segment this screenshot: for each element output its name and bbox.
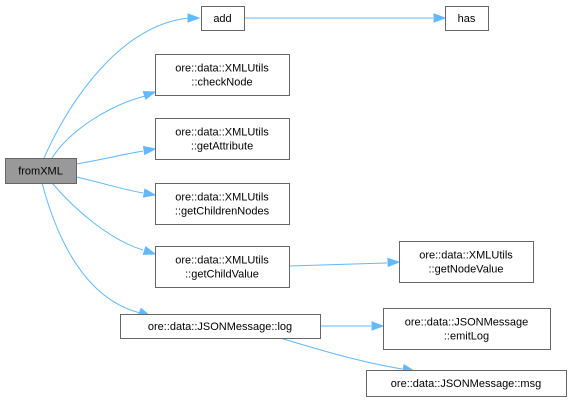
node-label: ::emitLog — [444, 331, 489, 343]
node-getAttribute[interactable]: ore::data::XMLUtils::getAttribute — [155, 118, 290, 160]
node-label: ore::data::JSONMessage — [405, 317, 529, 329]
node-label: ore::data::XMLUtils — [175, 63, 269, 75]
node-getChildrenNodes[interactable]: ore::data::XMLUtils::getChildrenNodes — [155, 183, 290, 225]
node-label: has — [458, 13, 476, 25]
arrowhead-icon — [142, 91, 157, 101]
node-label: ::checkNode — [191, 77, 252, 89]
node-label: ore::data::XMLUtils — [175, 192, 269, 204]
arrowhead-icon — [371, 321, 385, 331]
graph-nodes: fromXML add hasore::data::XMLUtils::checkN… — [5, 6, 567, 397]
edge-fromXML-to-log — [41, 182, 152, 317]
edge-getChildValue-to-getNodeValue — [288, 257, 401, 268]
node-label: ore::data::JSONMessage::log — [148, 321, 292, 333]
node-label: add — [213, 13, 231, 25]
node-label: ::getChildValue — [185, 269, 259, 281]
node-fromXML: fromXML — [5, 158, 77, 184]
graph-edges — [41, 13, 447, 374]
edge-fromXML-to-add — [43, 13, 201, 159]
node-msg[interactable]: ore::data::JSONMessage::msg — [366, 370, 567, 397]
node-label: ore::data::XMLUtils — [175, 255, 269, 267]
node-label: ::getChildrenNodes — [175, 206, 270, 218]
edge-fromXML-to-getChildrenNodes — [75, 176, 157, 198]
node-log[interactable]: ore::data::JSONMessage::log — [120, 314, 321, 339]
arrowhead-icon — [142, 145, 157, 156]
node-label: ore::data::XMLUtils — [175, 127, 269, 139]
node-label: ore::data::XMLUtils — [419, 250, 513, 262]
arrowhead-icon — [142, 188, 157, 198]
node-getNodeValue[interactable]: ore::data::XMLUtils::getNodeValue — [399, 241, 534, 283]
edge-add-to-has — [244, 13, 447, 23]
node-add[interactable]: add — [201, 6, 245, 31]
node-label: ::getAttribute — [191, 141, 253, 153]
arrowhead-icon — [187, 13, 201, 23]
edge-fromXML-to-getChildValue — [51, 182, 157, 255]
node-label: ::getNodeValue — [428, 264, 503, 276]
node-has[interactable]: has — [445, 6, 489, 31]
node-emitLog[interactable]: ore::data::JSONMessage::emitLog — [383, 308, 551, 350]
arrowhead-icon — [142, 245, 157, 255]
edge-log-to-emitLog — [320, 321, 385, 331]
node-checkNode[interactable]: ore::data::XMLUtils::checkNode — [155, 54, 290, 96]
arrowhead-icon — [387, 257, 401, 268]
node-label: ore::data::JSONMessage::msg — [391, 378, 541, 390]
node-getChildValue[interactable]: ore::data::XMLUtils::getChildValue — [155, 246, 290, 288]
arrowhead-icon — [433, 13, 447, 23]
node-label: fromXML — [18, 166, 63, 178]
edge-fromXML-to-checkNode — [51, 91, 157, 159]
edge-fromXML-to-getAttribute — [75, 145, 157, 165]
